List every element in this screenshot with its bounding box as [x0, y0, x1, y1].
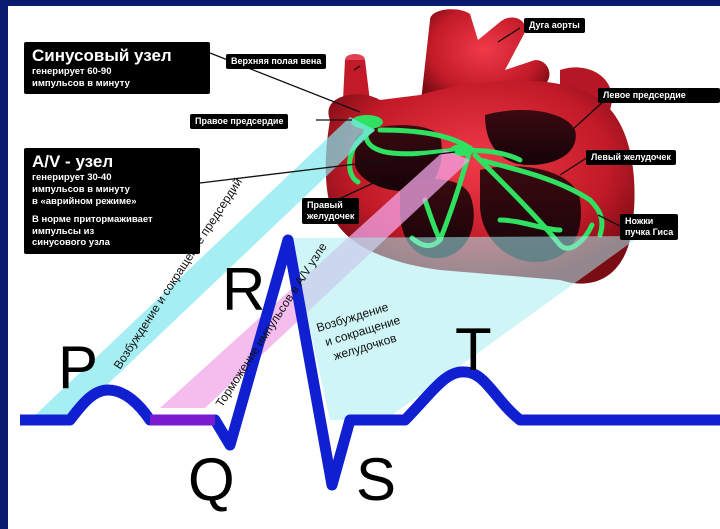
his-bundle-line2: пучка Гиса	[625, 227, 673, 238]
wave-t-label: T	[455, 316, 492, 383]
av-node-title: A/V - узел	[32, 152, 192, 172]
vena-cava-label: Верхняя полая вена	[226, 54, 326, 69]
sinus-node-box: Синусовый узел генерирует 60-90 импульсо…	[24, 42, 210, 94]
wave-r-label: R	[222, 256, 265, 323]
av-node-line4: В норме притормаживает	[32, 214, 192, 226]
wave-s-label: S	[356, 446, 396, 513]
av-node-line3: в «аврийном режиме»	[32, 196, 192, 208]
av-node-line5: импульсы из	[32, 226, 192, 238]
left-atrium-label: Левое предсердие	[598, 88, 720, 103]
sinus-node-line2: импульсов в минуту	[32, 78, 202, 90]
sinus-node-line1: генерирует 60-90	[32, 66, 202, 78]
his-bundle-line1: Ножки	[625, 216, 673, 227]
wave-q-label: Q	[188, 446, 235, 513]
sinus-node-title: Синусовый узел	[32, 46, 202, 66]
av-node-line1: генерирует 30-40	[32, 172, 192, 184]
right-atrium-label: Правое предсердие	[190, 114, 288, 129]
av-node-line6: синусового узла	[32, 237, 192, 249]
his-bundle-label: Ножки пучка Гиса	[620, 214, 678, 240]
av-node-line2: импульсов в минуту	[32, 184, 192, 196]
left-ventricle-label: Левый желудочек	[586, 150, 676, 165]
wave-p-label: P	[58, 334, 98, 401]
right-ventricle-line1: Правый	[307, 200, 354, 211]
right-ventricle-line2: желудочек	[307, 211, 354, 222]
av-node-box: A/V - узел генерирует 30-40 импульсов в …	[24, 148, 200, 254]
right-ventricle-label: Правый желудочек	[302, 198, 359, 224]
aorta-label: Дуга аорты	[524, 18, 585, 33]
